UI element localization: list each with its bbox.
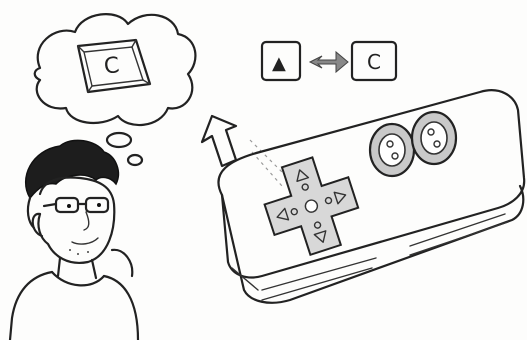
keyboard-key-c-icon: C <box>76 38 152 94</box>
dpad-icon <box>263 156 360 257</box>
thought-key-letter: C <box>103 53 121 79</box>
up-arrow-icon <box>200 114 238 168</box>
controller-button-right <box>410 110 458 166</box>
thought-bubble-small <box>105 131 133 149</box>
controller-button-left <box>368 122 416 178</box>
mapping-arrow-icon <box>308 50 349 74</box>
thought-cloud <box>33 13 197 127</box>
mapping-from-symbol: ▲ <box>272 53 286 74</box>
person-figure <box>8 139 140 340</box>
mapping-from-key: ▲ <box>260 40 302 82</box>
dashed-connection-lines <box>249 139 291 187</box>
game-controller <box>217 89 526 304</box>
mapping-to-key: C <box>350 40 398 82</box>
thought-bubble-tiny <box>126 153 144 167</box>
mapping-to-letter: C <box>367 50 381 74</box>
